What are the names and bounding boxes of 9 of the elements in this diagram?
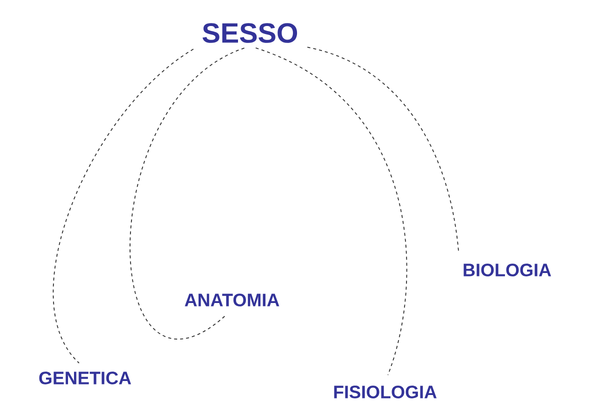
concept-label: SESSO xyxy=(202,23,298,43)
dashed-connector xyxy=(306,46,460,253)
dashed-connector xyxy=(255,47,408,376)
dashed-connector xyxy=(52,48,194,364)
concept-label: FISIOLOGIA xyxy=(334,386,437,398)
concept-label: GENETICA xyxy=(39,372,132,384)
dashed-connector xyxy=(130,48,245,340)
concept-label: BIOLOGIA xyxy=(464,264,552,276)
concept-label: ANATOMIA xyxy=(184,294,280,306)
